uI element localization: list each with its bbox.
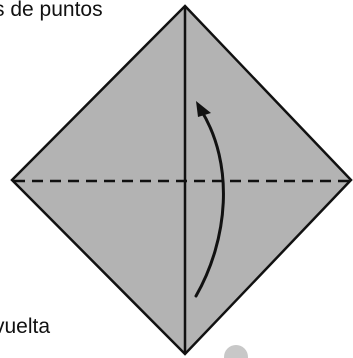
fold-arrowhead-icon [196,101,211,117]
step-badge [224,345,248,358]
fold-arrow [194,108,225,298]
bottom-caption: vuelta [0,315,51,338]
top-caption: s de puntos [0,0,103,21]
